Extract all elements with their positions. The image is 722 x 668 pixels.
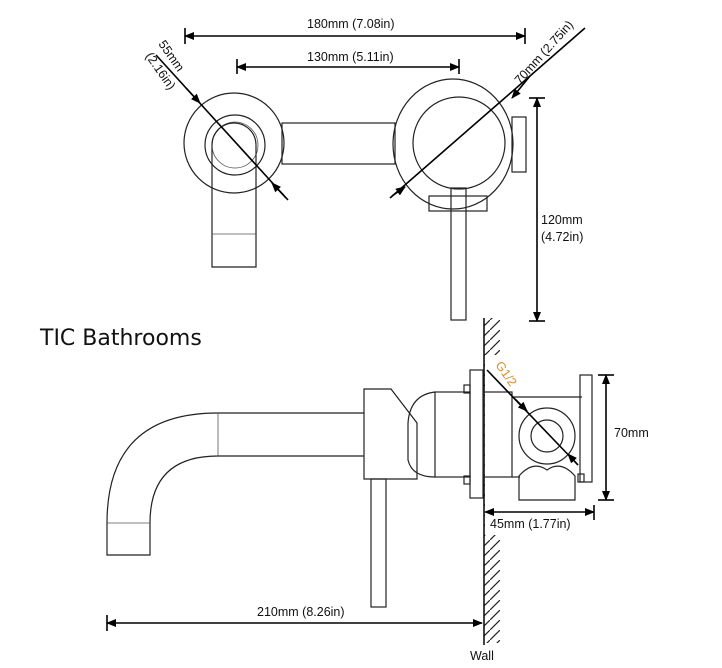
center-distance-label: 130mm (5.11in) — [307, 50, 394, 64]
dimension-thread: G1/2 — [486, 359, 579, 466]
mixer-escutcheon — [392, 78, 527, 321]
side-view: Wall — [106, 318, 649, 663]
valve-body-side — [363, 369, 484, 499]
connecting-body — [281, 122, 396, 165]
spout-escutcheon — [183, 92, 285, 268]
spout-side — [106, 412, 364, 556]
front-view: 180mm (7.08in) 130mm (5.11in) — [143, 17, 586, 322]
dimension-center-distance: 130mm (5.11in) — [236, 50, 460, 74]
dimension-spout-plate: 55mm (2.16in) — [143, 38, 289, 201]
dimension-spout-projection: 210mm (8.26in) — [106, 605, 483, 631]
overall-width-label: 180mm (7.08in) — [307, 17, 395, 31]
in-wall-valve — [483, 355, 595, 535]
height-in-label: (4.72in) — [541, 230, 583, 244]
height-mm-label: 120mm — [541, 213, 583, 227]
dimension-height: 120mm (4.72in) — [529, 97, 583, 322]
brand-label: TIC Bathrooms — [39, 326, 202, 351]
lever-side — [370, 478, 387, 608]
body-depth-label: 45mm (1.77in) — [490, 517, 571, 531]
spout-projection-label: 210mm (8.26in) — [257, 605, 345, 619]
mixer-plate-label: 70mm (2.75in) — [512, 18, 576, 87]
dimension-body-height: 70mm — [598, 374, 649, 501]
wall-label: Wall — [470, 649, 494, 663]
body-height-label: 70mm — [614, 426, 649, 440]
dimension-overall-width: 180mm (7.08in) — [184, 17, 526, 44]
dimension-body-depth: 45mm (1.77in) — [484, 505, 595, 531]
dimension-mixer-plate: 70mm (2.75in) — [389, 18, 586, 199]
